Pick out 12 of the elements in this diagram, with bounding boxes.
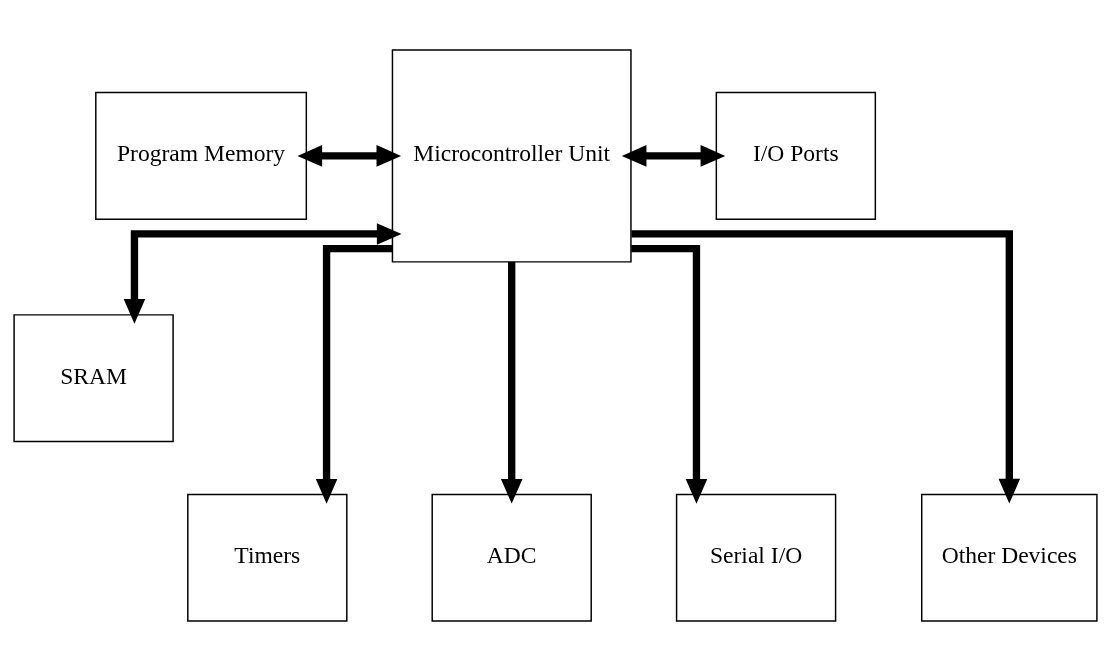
node-box: Timers — [187, 493, 348, 622]
node-box: I/O Ports — [715, 91, 877, 220]
node-box: Program Memory — [95, 91, 308, 220]
arrow — [315, 244, 393, 504]
node-box: Serial I/O — [675, 493, 837, 622]
node-box: ADC — [431, 493, 592, 622]
node-box: Other Devices — [921, 493, 1098, 622]
node-box: SRAM — [13, 314, 174, 443]
node-box: Microcontroller Unit — [391, 49, 632, 263]
arrow — [621, 145, 726, 167]
arrow — [123, 223, 402, 324]
arrow — [297, 145, 402, 167]
